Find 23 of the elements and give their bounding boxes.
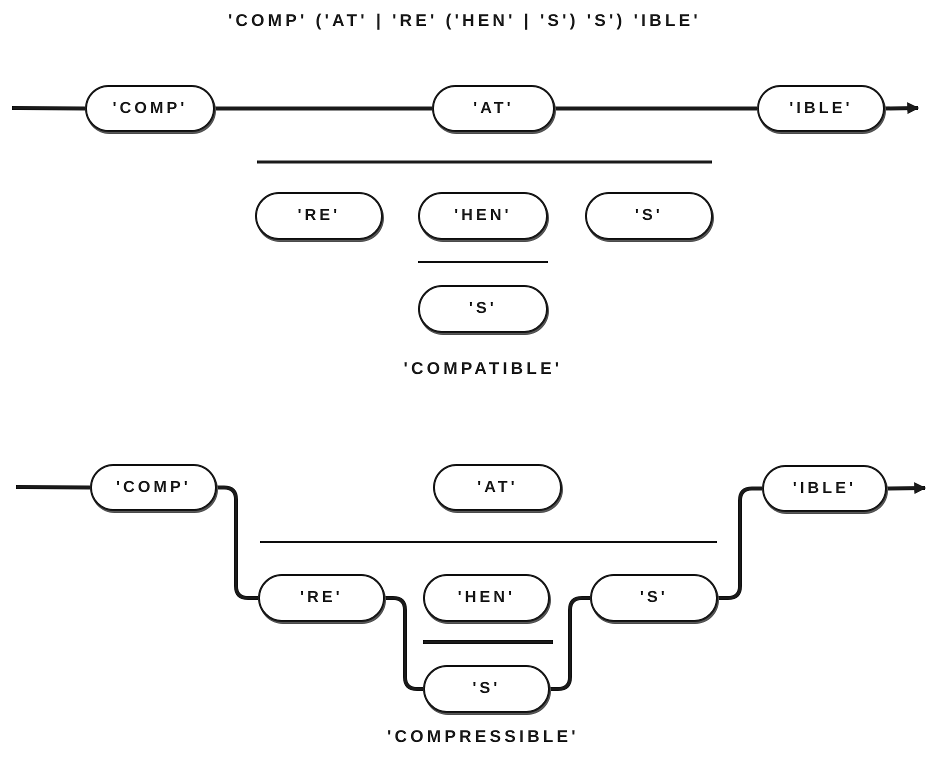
connector-line xyxy=(12,106,86,110)
terminal-pill: 'S' xyxy=(418,285,548,333)
terminal-pill: 'S' xyxy=(590,574,718,622)
terminal-pill: 'AT' xyxy=(432,85,555,132)
terminal-pill: 'IBLE' xyxy=(762,465,887,512)
connector-line xyxy=(555,106,757,110)
arrow xyxy=(884,102,920,114)
terminal-pill: 'HEN' xyxy=(418,192,548,240)
terminal-pill: 'HEN' xyxy=(423,574,550,622)
example-word: 'COMPATIBLE' xyxy=(404,358,562,380)
terminal-pill: 'S' xyxy=(423,665,550,713)
terminal-pill: 'RE' xyxy=(255,192,383,240)
connector-line xyxy=(215,106,432,110)
terminal-pill: 'RE' xyxy=(258,574,385,622)
title: 'COMP' ('AT' | 'RE' ('HEN' | 'S') 'S') 'IBLE' xyxy=(228,10,701,32)
terminal-pill: 'S' xyxy=(585,192,713,240)
terminal-pill: 'COMP' xyxy=(85,85,215,132)
terminal-pill: 'AT' xyxy=(433,464,562,511)
example-word: 'COMPRESSIBLE' xyxy=(387,726,579,748)
connector-line xyxy=(16,485,90,490)
terminal-pill: 'IBLE' xyxy=(757,85,885,132)
arrow xyxy=(886,482,926,494)
terminal-pill: 'COMP' xyxy=(90,464,217,511)
